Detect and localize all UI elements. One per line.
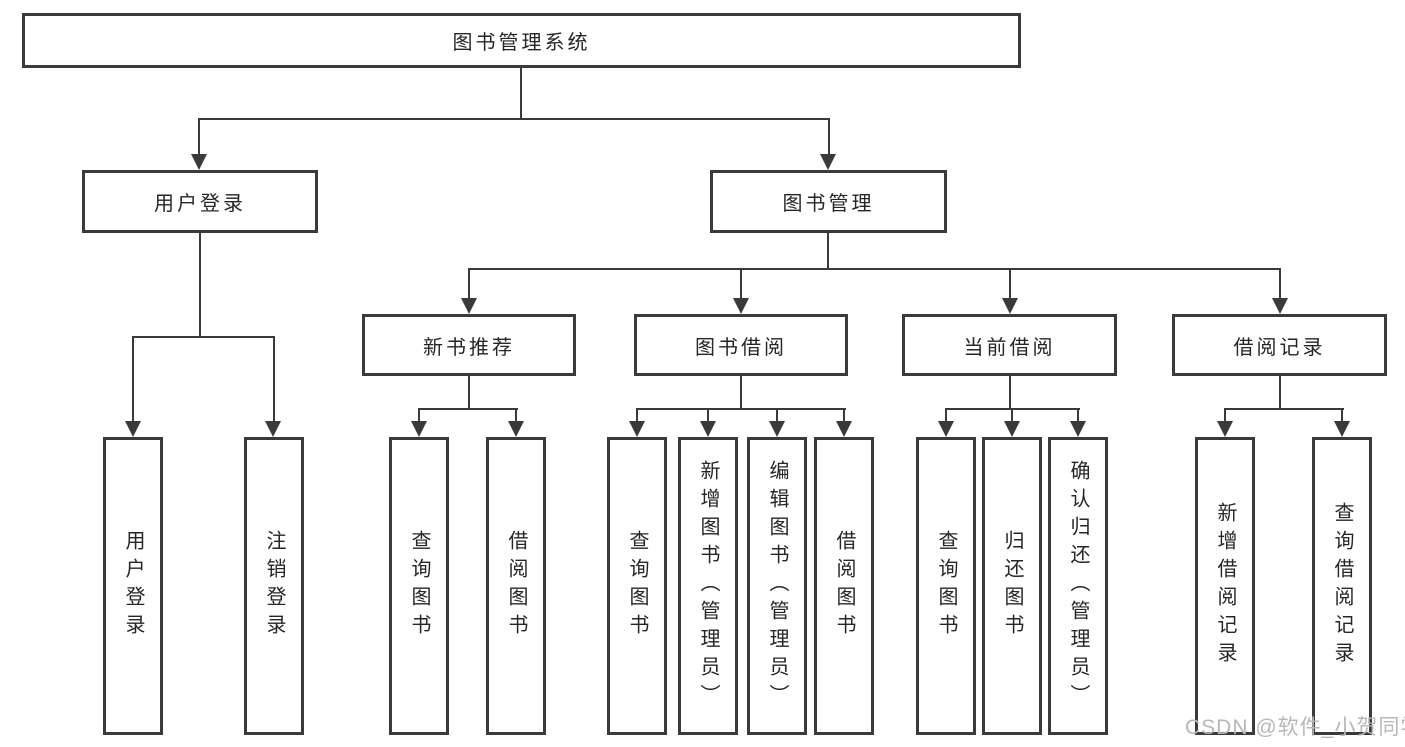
connector-vline bbox=[468, 376, 470, 410]
leaf-node-add-borrow-record: 新增借阅记录 bbox=[1195, 437, 1255, 735]
arrowhead-down-icon bbox=[461, 298, 477, 314]
arrowhead-down-icon bbox=[769, 421, 785, 437]
arrowhead-down-icon bbox=[938, 421, 954, 437]
watermark: CSDN @软件_小贺同学 bbox=[1185, 716, 1405, 739]
connector-vline bbox=[468, 268, 470, 300]
connector-hline bbox=[418, 408, 518, 410]
arrowhead-down-icon bbox=[1002, 298, 1018, 314]
connector-vline bbox=[520, 68, 522, 120]
leaf-node-add-book-admin: 新增图书（管理员） bbox=[678, 437, 738, 735]
leaf-node-borrow-books-1: 借阅图书 bbox=[486, 437, 546, 735]
connector-vline bbox=[199, 233, 201, 338]
leaf-node-query-books-3: 查询图书 bbox=[916, 437, 976, 735]
section-node-borrow-records: 借阅记录 bbox=[1172, 314, 1387, 376]
leaf-node-label: 借阅图书 bbox=[505, 530, 527, 642]
connector-vline bbox=[132, 336, 134, 423]
leaf-node-label: 新增图书（管理员） bbox=[697, 460, 719, 712]
branch-node-book-management: 图书管理 bbox=[710, 170, 947, 233]
leaf-node-label: 查询图书 bbox=[626, 530, 648, 642]
arrowhead-down-icon bbox=[191, 154, 207, 170]
arrowhead-down-icon bbox=[820, 154, 836, 170]
connector-vline bbox=[1009, 376, 1011, 410]
arrowhead-down-icon bbox=[836, 421, 852, 437]
leaf-node-borrow-books-2: 借阅图书 bbox=[814, 437, 874, 735]
leaf-node-query-borrow-record: 查询借阅记录 bbox=[1312, 437, 1372, 735]
section-node-current-borrow: 当前借阅 bbox=[902, 314, 1117, 376]
arrowhead-down-icon bbox=[1070, 421, 1086, 437]
connector-vline bbox=[945, 408, 947, 423]
leaf-node-return-books: 归还图书 bbox=[982, 437, 1042, 735]
arrowhead-down-icon bbox=[700, 421, 716, 437]
section-node-label: 借阅记录 bbox=[1233, 336, 1326, 359]
connector-vline bbox=[1224, 408, 1226, 423]
section-node-label: 图书借阅 bbox=[695, 336, 787, 359]
connector-vline bbox=[515, 408, 517, 423]
leaf-node-query-books-2: 查询图书 bbox=[607, 437, 667, 735]
arrowhead-down-icon bbox=[1334, 421, 1350, 437]
connector-hline bbox=[636, 408, 846, 410]
connector-vline bbox=[418, 408, 420, 423]
leaf-node-label: 新增借阅记录 bbox=[1214, 502, 1236, 670]
connector-hline bbox=[132, 336, 275, 338]
connector-vline bbox=[273, 336, 275, 423]
arrowhead-down-icon bbox=[733, 298, 749, 314]
arrowhead-down-icon bbox=[265, 421, 281, 437]
leaf-node-label: 编辑图书（管理员） bbox=[766, 460, 788, 712]
branch-node-user-login: 用户登录 bbox=[82, 170, 318, 233]
arrowhead-down-icon bbox=[508, 421, 524, 437]
section-node-label: 当前借阅 bbox=[963, 336, 1056, 359]
connector-vline bbox=[1341, 408, 1343, 423]
leaf-node-edit-book-admin: 编辑图书（管理员） bbox=[747, 437, 807, 735]
section-node-new-book-recommend: 新书推荐 bbox=[362, 314, 576, 376]
connector-vline bbox=[1077, 408, 1079, 423]
root-node-library-system: 图书管理系统 bbox=[22, 13, 1021, 68]
connector-hline bbox=[198, 118, 830, 120]
arrowhead-down-icon bbox=[411, 421, 427, 437]
connector-vline bbox=[636, 408, 638, 423]
connector-vline bbox=[1279, 268, 1281, 300]
leaf-node-label: 查询借阅记录 bbox=[1331, 502, 1353, 670]
arrowhead-down-icon bbox=[1217, 421, 1233, 437]
connector-hline bbox=[468, 268, 1281, 270]
leaf-node-label: 用户登录 bbox=[122, 530, 144, 642]
branch-node-label: 用户登录 bbox=[154, 193, 246, 215]
section-node-book-borrow: 图书借阅 bbox=[634, 314, 848, 376]
leaf-node-label: 归还图书 bbox=[1001, 530, 1023, 642]
connector-vline bbox=[1009, 268, 1011, 300]
connector-vline bbox=[740, 376, 742, 410]
leaf-node-logout: 注销登录 bbox=[244, 437, 304, 735]
arrowhead-down-icon bbox=[1272, 298, 1288, 314]
connector-vline bbox=[843, 408, 845, 423]
arrowhead-down-icon bbox=[1004, 421, 1020, 437]
leaf-node-label: 确认归还（管理员） bbox=[1067, 460, 1089, 712]
connector-vline bbox=[707, 408, 709, 423]
leaf-node-confirm-return-admin: 确认归还（管理员） bbox=[1048, 437, 1108, 735]
connector-vline bbox=[827, 233, 829, 270]
connector-vline bbox=[740, 268, 742, 300]
leaf-node-user-login: 用户登录 bbox=[103, 437, 163, 735]
arrowhead-down-icon bbox=[125, 421, 141, 437]
leaf-node-label: 查询图书 bbox=[935, 530, 957, 642]
connector-vline bbox=[1011, 408, 1013, 423]
connector-vline bbox=[198, 118, 200, 158]
leaf-node-label: 查询图书 bbox=[408, 530, 430, 642]
leaf-node-query-books-1: 查询图书 bbox=[389, 437, 449, 735]
connector-hline bbox=[1224, 408, 1344, 410]
arrowhead-down-icon bbox=[629, 421, 645, 437]
connector-vline bbox=[1279, 376, 1281, 410]
branch-node-label: 图书管理 bbox=[782, 193, 875, 215]
section-node-label: 新书推荐 bbox=[423, 336, 515, 359]
connector-vline bbox=[776, 408, 778, 423]
root-node-label: 图书管理系统 bbox=[452, 32, 591, 54]
leaf-node-label: 注销登录 bbox=[263, 530, 285, 642]
leaf-node-label: 借阅图书 bbox=[833, 530, 855, 642]
connector-vline bbox=[828, 118, 830, 158]
